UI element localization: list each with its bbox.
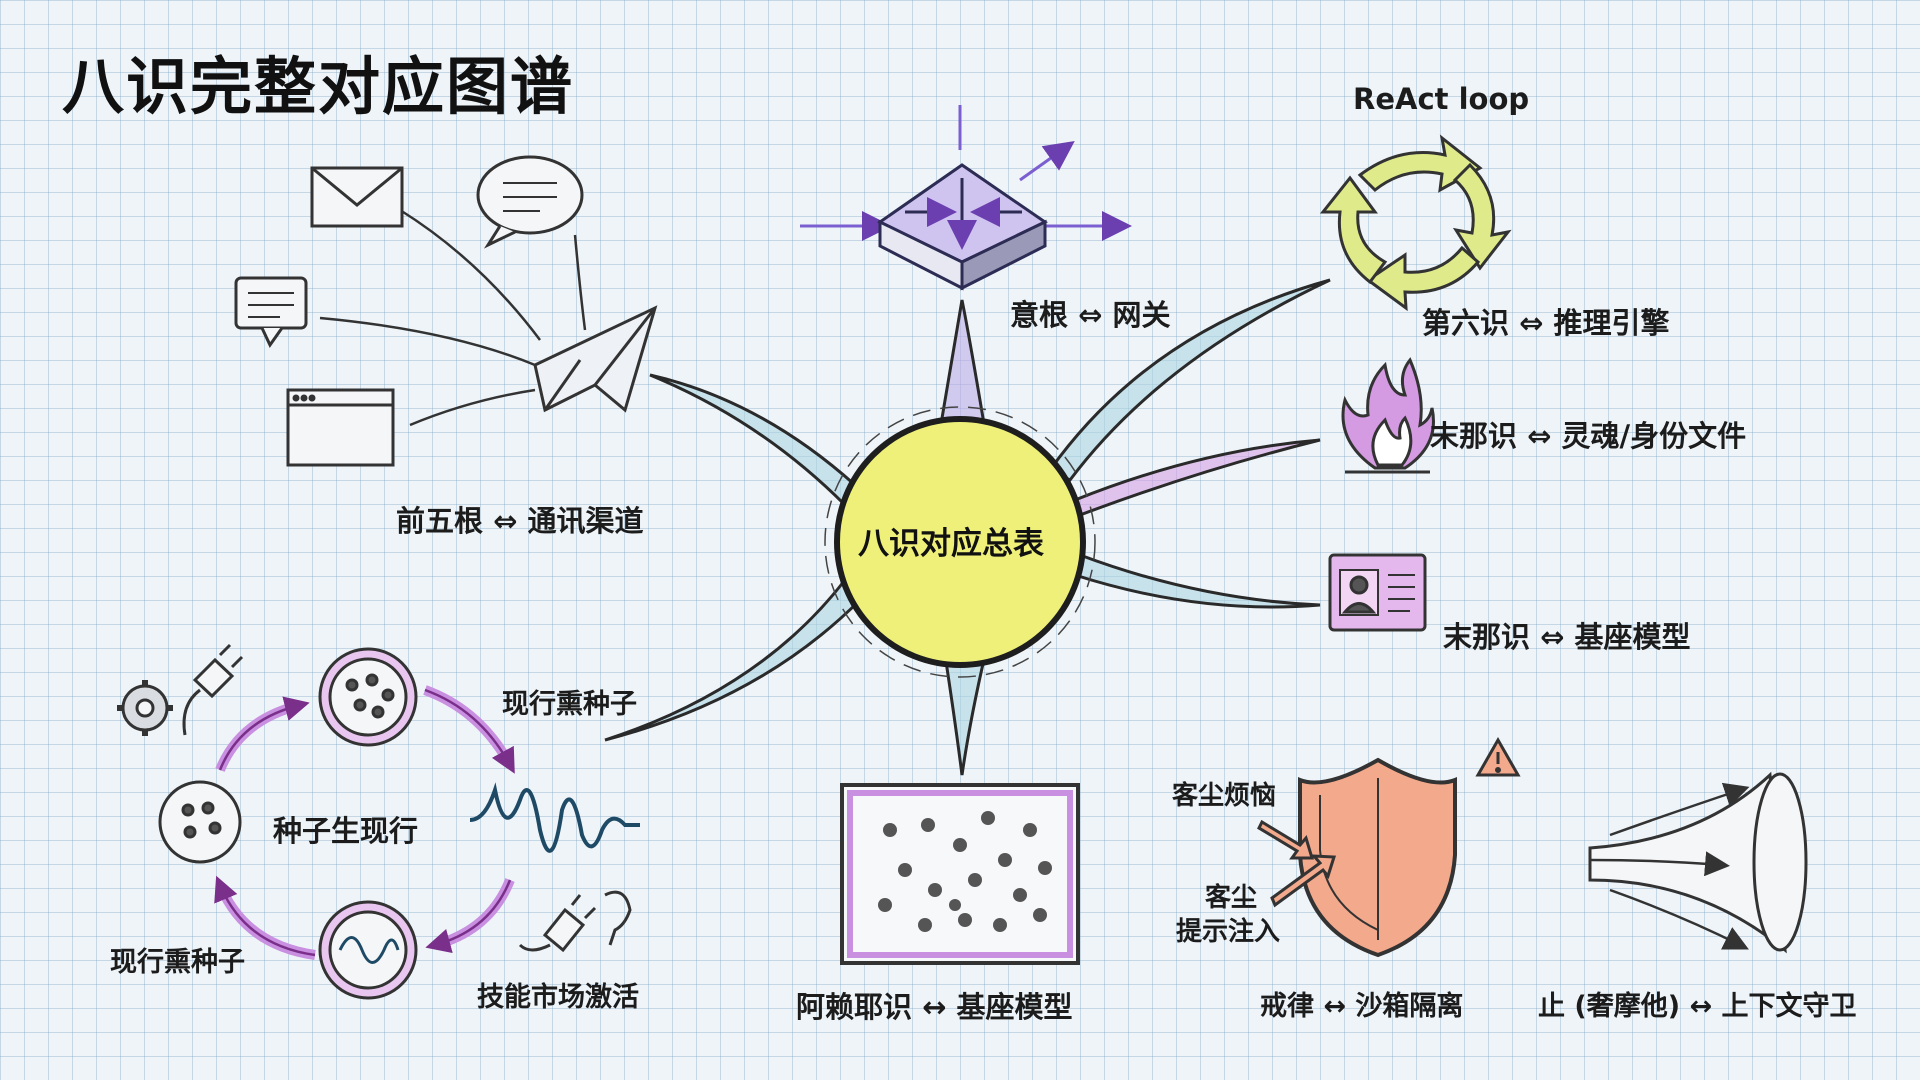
context-guard-label: 止 (奢摩他) ↔ 上下文守卫 — [1538, 991, 1857, 1022]
chat-bubble-icon — [476, 155, 584, 249]
channel-lines — [319, 208, 587, 427]
seed-bottom-left-label: 现行熏种子 — [110, 947, 245, 978]
paper-plane-icon — [533, 305, 658, 413]
browser-window-icon — [286, 388, 395, 467]
reasoning-label: 第六识 ⇔ 推理引擎 — [1422, 306, 1670, 340]
plug-icon-bottom — [518, 890, 632, 953]
gear-icon — [117, 680, 173, 736]
react-loop-title: ReAct loop — [1353, 82, 1530, 116]
react-loop-icon — [1319, 134, 1512, 312]
plug-icon-top — [182, 643, 244, 736]
branch-right — [1073, 553, 1321, 609]
shield-label-injection: 提示注入 — [1176, 917, 1281, 947]
hub-node — [824, 406, 1096, 678]
sandbox-label: 戒律 ↔ 沙箱隔离 — [1260, 991, 1464, 1022]
seed-cycle — [158, 647, 640, 1000]
branch-bottom — [943, 653, 987, 776]
shield-label-dust: 客尘 — [1205, 883, 1258, 913]
seed-node-top — [318, 647, 418, 747]
warning-icon — [1475, 736, 1521, 777]
id-card-icon — [1328, 553, 1427, 632]
wave-icon — [469, 782, 640, 853]
hub-branches — [604, 278, 1331, 776]
gateway-label: 意根 ⇔ 网关 — [1010, 298, 1171, 332]
seed-node-left — [158, 780, 242, 864]
message-icon — [234, 276, 308, 348]
seed-node-bottom — [318, 900, 418, 1000]
shield-icon — [1298, 757, 1457, 958]
identity-label: 末那识 ⇔ 基座模型 — [1443, 620, 1691, 654]
alaya-label: 阿赖耶识 ↔ 基座模型 — [796, 990, 1073, 1024]
shield-arrows — [1257, 819, 1337, 908]
flame-icon — [1341, 357, 1435, 474]
branch-topright — [1047, 278, 1331, 482]
gateway-icon — [800, 105, 1132, 291]
seed-box-icon — [840, 783, 1080, 965]
branch-bottomleft — [604, 577, 862, 742]
hub-label: 八识对应总表 — [858, 526, 1044, 562]
envelope-icon — [310, 166, 404, 228]
branch-top — [938, 299, 987, 432]
branch-left — [649, 373, 857, 508]
seed-center-label: 种子生现行 — [273, 814, 419, 848]
seed-top-label: 现行熏种子 — [502, 689, 637, 720]
soul-label: 末那识 ⇔ 灵魂/身份文件 — [1430, 419, 1747, 453]
channels-label: 前五根 ⇔ 通讯渠道 — [396, 504, 644, 538]
branch-right-purple — [1073, 438, 1321, 517]
skill-market-label: 技能市场激活 — [477, 982, 639, 1013]
shield-label-defilement: 客尘烦恼 — [1172, 781, 1277, 811]
page-title: 八识完整对应图谱 — [62, 50, 575, 123]
funnel-icon — [1588, 771, 1808, 954]
